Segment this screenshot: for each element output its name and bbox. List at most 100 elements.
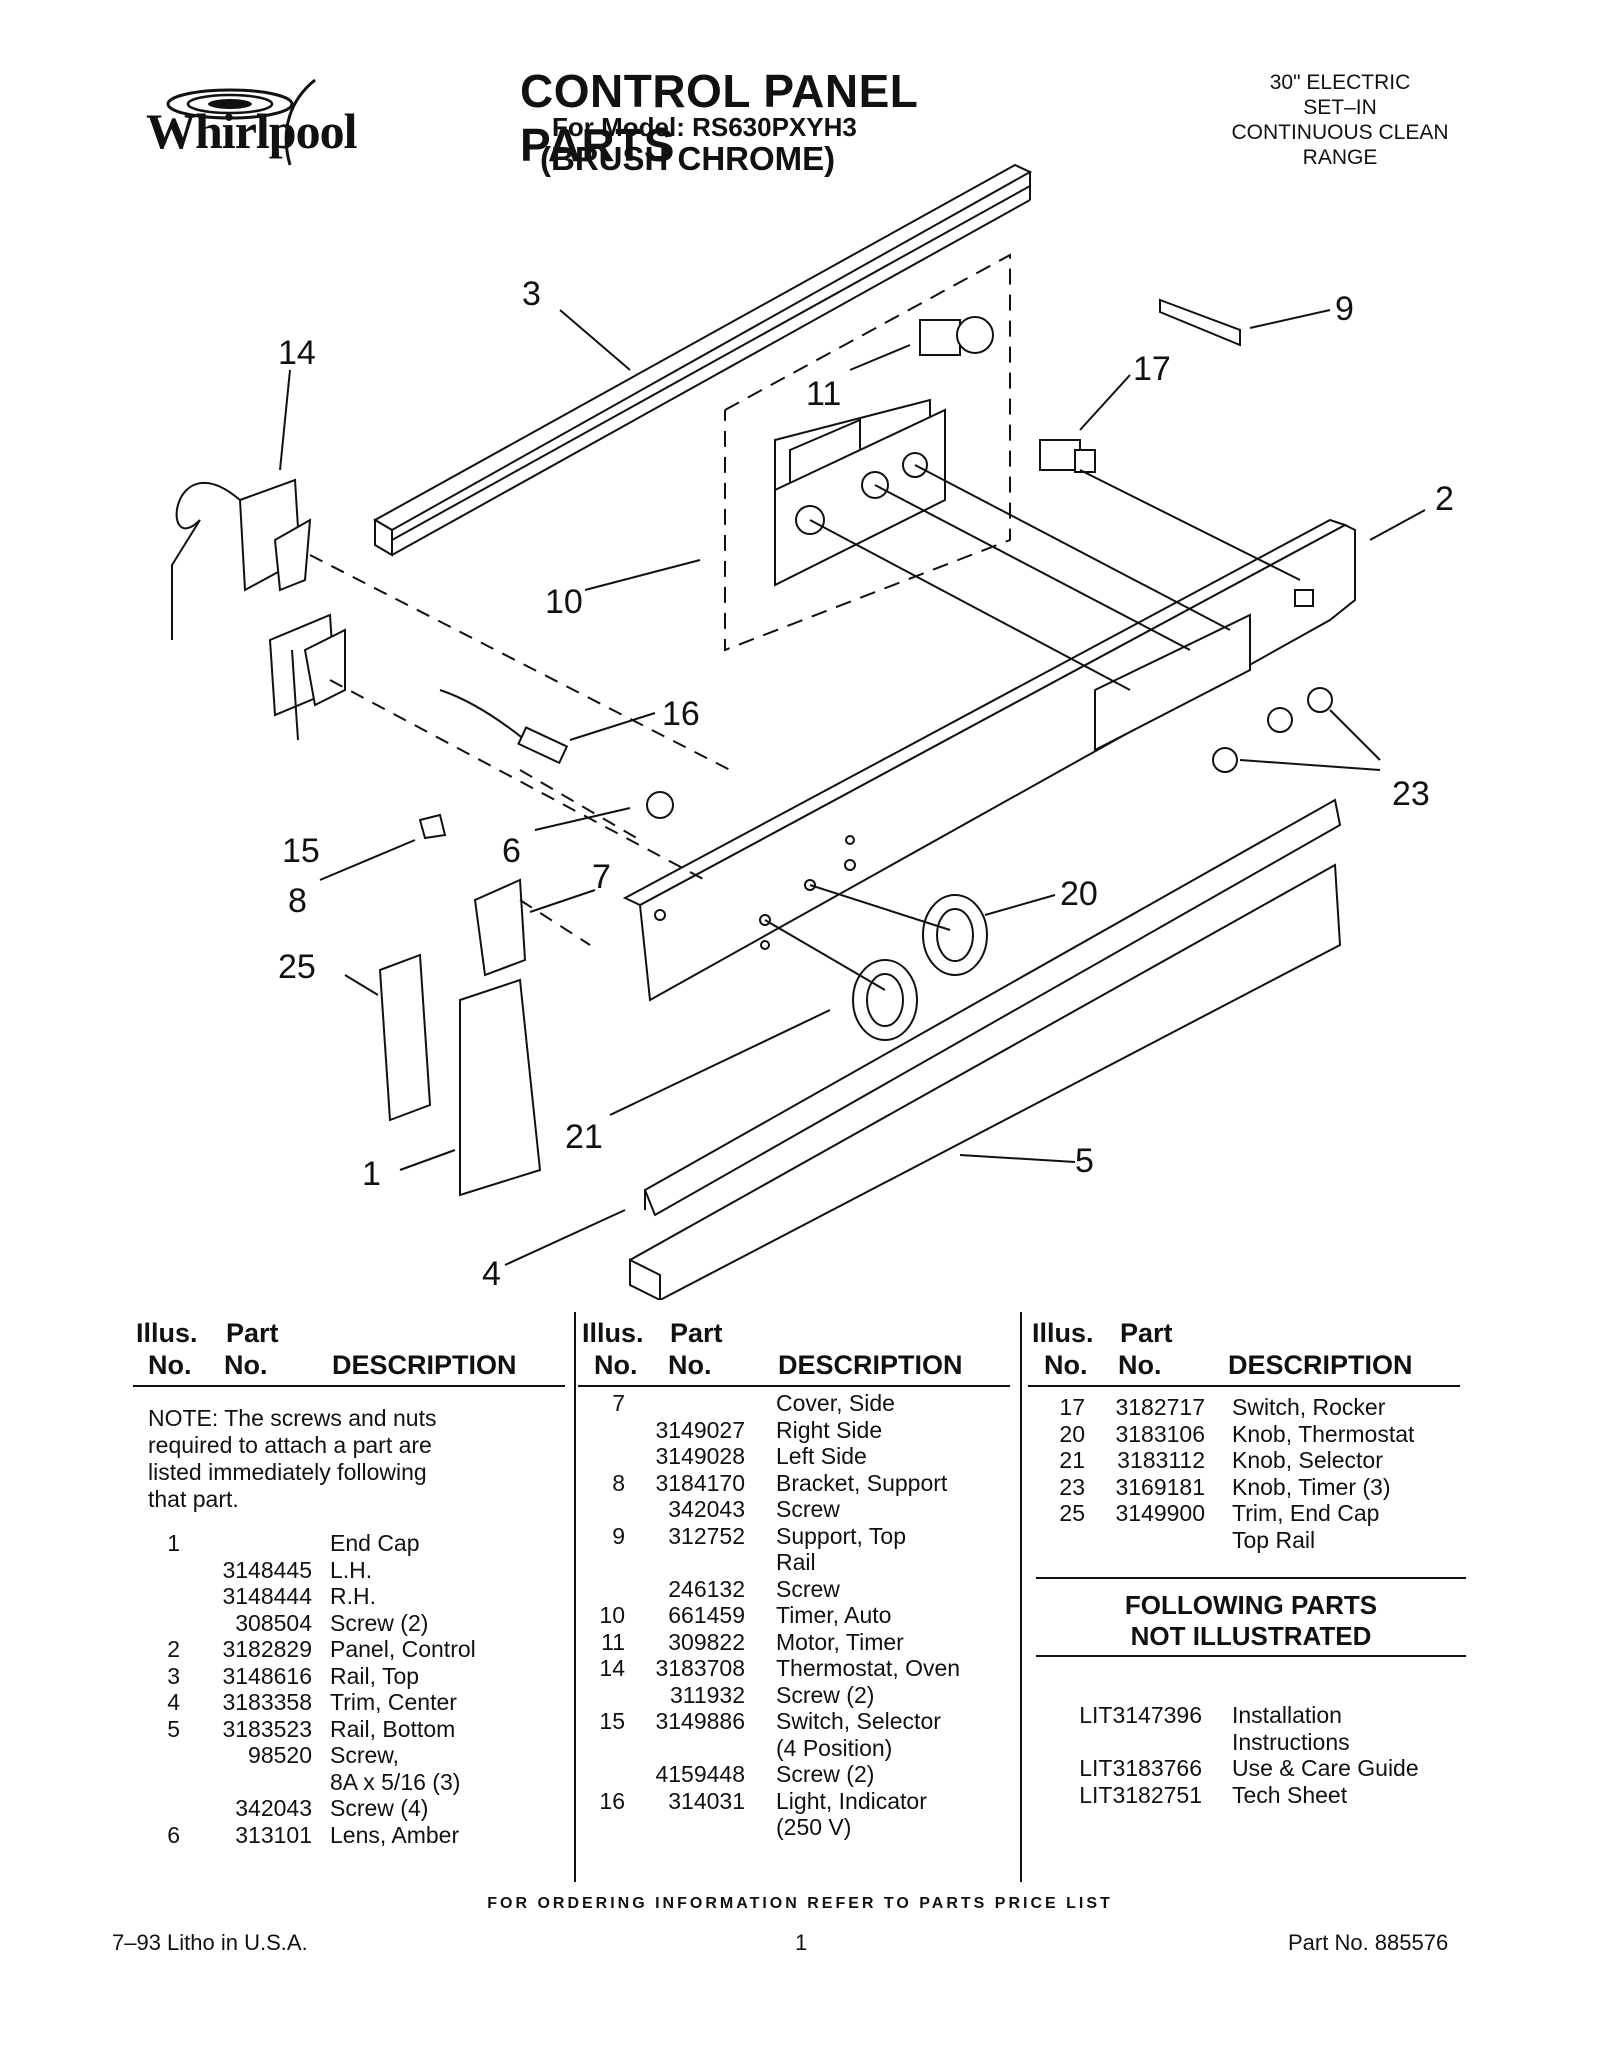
illus-number: 6	[167, 1821, 180, 1848]
part-description: L.H.	[330, 1556, 373, 1583]
part-description: Screw (2)	[776, 1681, 875, 1708]
callout-4: 4	[482, 1255, 501, 1293]
header-part: Part	[226, 1318, 279, 1348]
part-description: Screw,	[330, 1742, 400, 1768]
part-number: 661459	[668, 1602, 745, 1628]
product-spec: 30" ELECTRIC SET–IN CONTINUOUS CLEAN RAN…	[1190, 70, 1490, 170]
end-cap-trim-part	[378, 953, 432, 1122]
part-description: End Cap	[330, 1530, 420, 1556]
part-number: LIT3182751	[1079, 1781, 1202, 1808]
thermostat-part	[171, 478, 312, 640]
part-description: Top Rail	[1232, 1526, 1316, 1553]
callout-3: 3	[522, 275, 541, 313]
part-description: Trim, End Cap	[1232, 1500, 1380, 1526]
part-number: 311932	[669, 1681, 745, 1708]
part-description: Support, Top	[776, 1522, 907, 1549]
callout-9: 9	[1335, 290, 1354, 328]
spec-line: RANGE	[1302, 146, 1378, 169]
illus-number: 2	[167, 1636, 180, 1662]
callout-8: 8	[288, 882, 307, 920]
callout-21: 21	[565, 1118, 603, 1156]
bottom-rail-part	[628, 863, 1342, 1300]
part-description: Rail, Top	[330, 1662, 420, 1689]
header-rule	[1028, 1385, 1460, 1387]
callout-6: 6	[502, 832, 521, 870]
part-number: 314031	[668, 1787, 745, 1814]
callout-23: 23	[1392, 775, 1430, 813]
part-number: 98520	[248, 1742, 312, 1768]
illus-number: 8	[612, 1469, 625, 1496]
note-line: NOTE: The screws and nuts	[148, 1405, 437, 1431]
indicator-light-part	[439, 689, 569, 765]
header-description: DESCRIPTION	[1228, 1350, 1413, 1380]
part-description: Knob, Selector	[1232, 1447, 1383, 1473]
part-number: 3183708	[655, 1655, 745, 1681]
ordering-info: FOR ORDERING INFORMATION REFER TO PARTS …	[487, 1895, 1113, 1912]
part-number: 312752	[668, 1522, 745, 1549]
part-description: Switch, Rocker	[1232, 1394, 1386, 1420]
part-description: Rail	[776, 1549, 816, 1575]
part-description: Screw	[776, 1496, 840, 1522]
part-description: Tech Sheet	[1232, 1781, 1348, 1808]
whirlpool-logo	[166, 78, 316, 166]
part-number: 3148445	[222, 1556, 312, 1583]
illus-number: 1	[167, 1530, 180, 1556]
part-number: 313101	[235, 1821, 312, 1848]
part-description: Use & Care Guide	[1232, 1755, 1419, 1781]
illus-number: 5	[167, 1715, 180, 1742]
header-part-no: No.	[668, 1350, 712, 1380]
callout-numbers: 3 14 11 9 17 2 10 16 23 15 6 8 7 20 25 2…	[278, 275, 1454, 1293]
not-illustrated-title-line: NOT ILLUSTRATED	[1130, 1621, 1372, 1651]
part-description: R.H.	[330, 1583, 376, 1609]
not-illustrated-title: FOLLOWING PARTS NOT ILLUSTRATED	[1036, 1590, 1466, 1652]
header-illus-no: No.	[148, 1350, 192, 1380]
header-illus: Illus.	[1032, 1318, 1094, 1348]
illus-number: 16	[599, 1787, 625, 1814]
part-description: 8A x 5/16 (3)	[330, 1768, 461, 1795]
part-description: Light, Indicator	[776, 1787, 927, 1814]
part-number: 3182717	[1115, 1394, 1205, 1420]
callout-1: 1	[362, 1155, 381, 1193]
part-description: Trim, Center	[330, 1689, 457, 1715]
header-rule	[578, 1385, 1010, 1387]
callout-16: 16	[662, 695, 700, 733]
not-illustrated-title-line: FOLLOWING PARTS	[1124, 1590, 1378, 1620]
part-description: Knob, Timer (3)	[1232, 1473, 1391, 1500]
part-description: Screw (4)	[330, 1795, 429, 1821]
center-trim-part	[643, 798, 1342, 1217]
part-number: 3149027	[655, 1416, 745, 1443]
part-description: Bracket, Support	[776, 1469, 948, 1496]
illus-number: 20	[1059, 1420, 1085, 1447]
illus-number: 3	[167, 1662, 180, 1689]
part-number: 3149886	[655, 1708, 745, 1734]
column-divider	[574, 1312, 576, 1882]
illus-number: 21	[1059, 1447, 1085, 1473]
side-cover-part	[473, 878, 527, 977]
part-number: 309822	[668, 1628, 745, 1655]
part-number: 3183112	[1117, 1447, 1205, 1473]
part-description: Screw	[776, 1575, 840, 1602]
part-description: (4 Position)	[776, 1734, 893, 1761]
exploded-parts-diagram: 3 14 11 9 17 2 10 16 23 15 6 8 7 20 25 2…	[171, 163, 1454, 1300]
brand-name: Whirlpool	[146, 103, 357, 159]
part-description: Rail, Bottom	[330, 1715, 456, 1742]
part-description: Lens, Amber	[330, 1821, 460, 1848]
part-number: LIT3183766	[1079, 1755, 1202, 1781]
amber-lens-part	[646, 791, 674, 819]
callout-25: 25	[278, 948, 316, 986]
part-description: (250 V)	[776, 1814, 852, 1840]
header-description: DESCRIPTION	[332, 1350, 517, 1380]
part-number: 3183358	[222, 1689, 312, 1715]
illus-number: 23	[1059, 1473, 1085, 1500]
part-description: Instructions	[1232, 1728, 1350, 1755]
part-description: Left Side	[776, 1443, 867, 1469]
header-description: DESCRIPTION	[778, 1350, 963, 1380]
illus-number: 25	[1059, 1500, 1085, 1526]
part-description: Installation	[1232, 1702, 1342, 1728]
top-rail-part	[372, 163, 1033, 557]
part-number: LIT3147396	[1079, 1702, 1202, 1728]
selector-knob-part	[852, 959, 918, 1041]
selector-switch-part	[268, 613, 346, 717]
section-rule	[1036, 1577, 1466, 1579]
section-rule	[1036, 1655, 1466, 1657]
